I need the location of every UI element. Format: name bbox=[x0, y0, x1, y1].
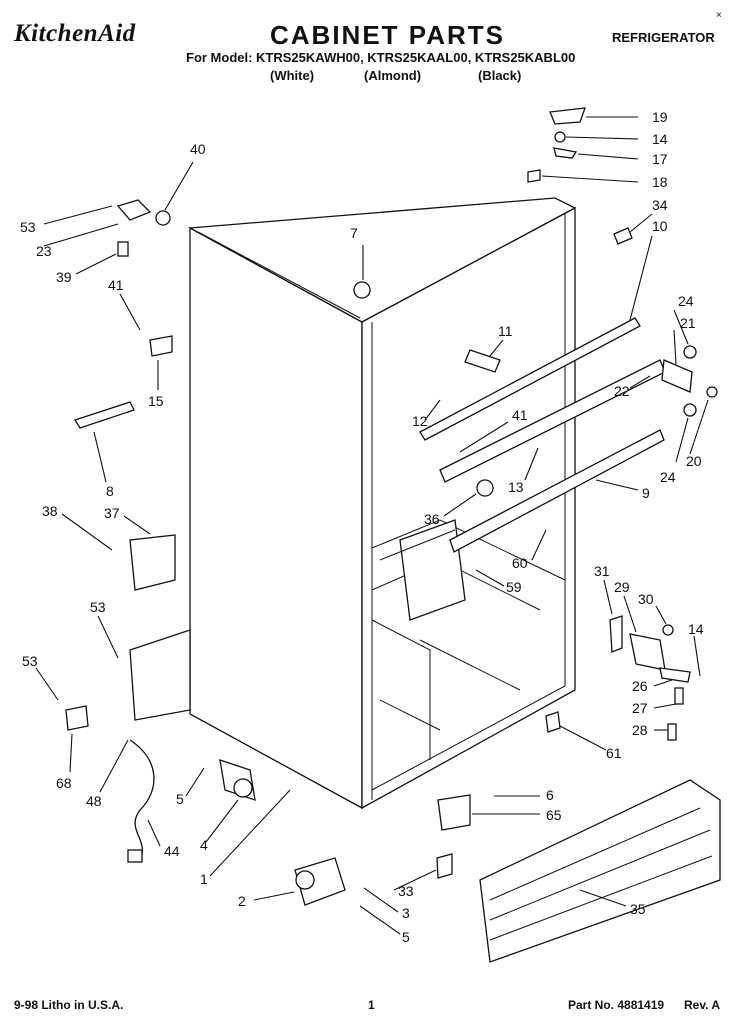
callout-33: 33 bbox=[398, 883, 414, 899]
callout-53: 53 bbox=[22, 653, 38, 669]
callout-19: 19 bbox=[652, 109, 668, 125]
callout-12: 12 bbox=[412, 413, 428, 429]
callout-5: 5 bbox=[176, 791, 184, 807]
callout-65: 65 bbox=[546, 807, 562, 823]
callout-24: 24 bbox=[660, 469, 676, 485]
litho-note: 9-98 Litho in U.S.A. bbox=[14, 998, 124, 1012]
brand-logo: KitchenAid bbox=[14, 20, 136, 47]
page-number: 1 bbox=[368, 998, 375, 1012]
leader-lines bbox=[35, 116, 709, 935]
callout-60: 60 bbox=[512, 555, 528, 571]
callout-27: 27 bbox=[632, 700, 648, 716]
color-black: (Black) bbox=[478, 68, 522, 83]
callout-13: 13 bbox=[508, 479, 524, 495]
appliance-type: REFRIGERATOR bbox=[612, 30, 715, 45]
callout-3: 3 bbox=[402, 905, 410, 921]
callout-59: 59 bbox=[506, 579, 522, 595]
callout-5: 5 bbox=[402, 929, 410, 945]
callout-34: 34 bbox=[652, 197, 668, 213]
callout-18: 18 bbox=[652, 174, 668, 190]
callout-21: 21 bbox=[680, 315, 696, 331]
callout-14: 14 bbox=[652, 131, 668, 147]
callout-23: 23 bbox=[36, 243, 52, 259]
callout-20: 20 bbox=[686, 453, 702, 469]
callout-53: 53 bbox=[90, 599, 106, 615]
part-number: Part No. 4881419 bbox=[568, 998, 665, 1012]
callout-8: 8 bbox=[106, 483, 114, 499]
callout-22: 22 bbox=[614, 383, 630, 399]
callout-2: 2 bbox=[238, 893, 246, 909]
callout-40: 40 bbox=[190, 141, 206, 157]
callout-41: 41 bbox=[108, 277, 124, 293]
callout-35: 35 bbox=[630, 901, 646, 917]
callout-6: 6 bbox=[546, 787, 554, 803]
revision: Rev. A bbox=[684, 998, 721, 1012]
callout-14: 14 bbox=[688, 621, 704, 637]
callout-28: 28 bbox=[632, 722, 648, 738]
callout-41: 41 bbox=[512, 407, 528, 423]
cabinet-body bbox=[187, 197, 577, 810]
callout-26: 26 bbox=[632, 678, 648, 694]
callout-36: 36 bbox=[424, 511, 440, 527]
callout-24: 24 bbox=[678, 293, 694, 309]
color-white: (White) bbox=[270, 68, 315, 83]
callout-7: 7 bbox=[350, 225, 358, 241]
callout-9: 9 bbox=[642, 485, 650, 501]
callout-17: 17 bbox=[652, 151, 668, 167]
color-almond: (Almond) bbox=[364, 68, 422, 83]
callout-68: 68 bbox=[56, 775, 72, 791]
callout-53: 53 bbox=[20, 219, 36, 235]
callout-10: 10 bbox=[652, 218, 668, 234]
callout-44: 44 bbox=[164, 843, 180, 859]
callout-38: 38 bbox=[42, 503, 58, 519]
callout-29: 29 bbox=[614, 579, 630, 595]
callout-11: 11 bbox=[498, 323, 513, 339]
model-numbers: For Model: KTRS25KAWH00, KTRS25KAAL00, K… bbox=[186, 50, 576, 65]
callout-61: 61 bbox=[606, 745, 622, 761]
callout-4: 4 bbox=[200, 837, 208, 853]
callout-48: 48 bbox=[86, 793, 102, 809]
callout-30: 30 bbox=[638, 591, 654, 607]
callout-labels: 19 14 17 18 34 10 40 53 23 39 7 41 15 11… bbox=[20, 109, 704, 945]
page-title: CABINET PARTS bbox=[270, 20, 505, 50]
callout-1: 1 bbox=[200, 871, 208, 887]
parts-group bbox=[65, 107, 721, 963]
callout-15: 15 bbox=[148, 393, 164, 409]
corner-mark: × bbox=[716, 10, 722, 21]
callout-37: 37 bbox=[104, 505, 120, 521]
callout-39: 39 bbox=[56, 269, 72, 285]
callout-31: 31 bbox=[594, 563, 610, 579]
